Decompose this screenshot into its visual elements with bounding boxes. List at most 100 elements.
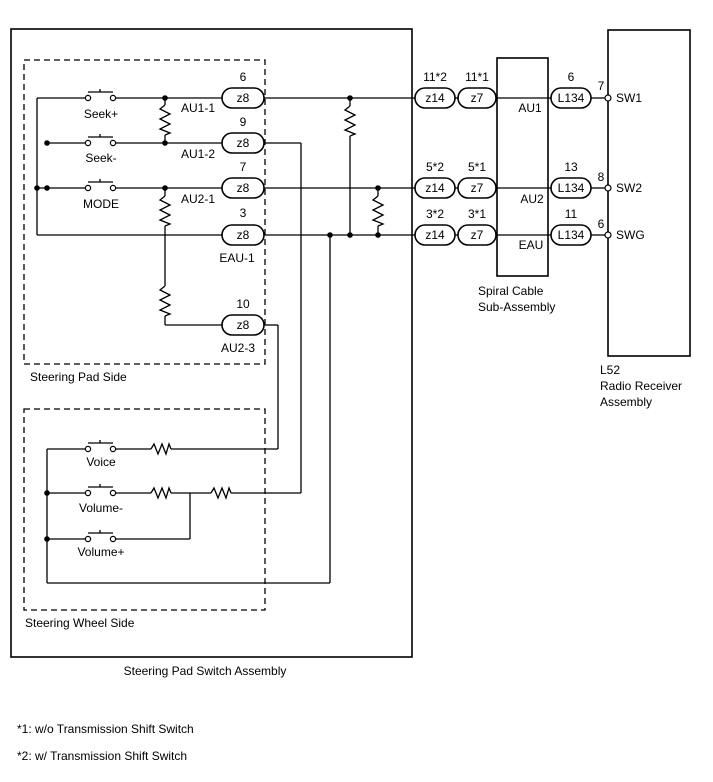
- connector-au1-1: [221, 87, 265, 109]
- footnote-1: *1: w/o Transmission Shift Switch: [17, 722, 194, 736]
- connector-code: z8: [237, 318, 250, 332]
- connector-label: AU1-1: [181, 101, 215, 115]
- resistor: [150, 486, 172, 500]
- steering-pad-switch-assembly-box: [10, 28, 413, 658]
- radio-terminal-label: SW1: [616, 91, 642, 105]
- radio-label-line1: Radio Receiver: [600, 379, 682, 393]
- pin-b: 11*1: [465, 70, 489, 84]
- connector-pin: 6: [240, 70, 247, 84]
- pin-a: 11*2: [423, 70, 447, 84]
- switch-label-volume-plus: Volume+: [77, 545, 124, 559]
- connector-pin: 3: [240, 206, 247, 220]
- code-c: L134: [558, 228, 585, 242]
- connector-label: EAU-1: [219, 251, 255, 265]
- resistor: [158, 195, 172, 227]
- connector-code: z8: [237, 181, 250, 195]
- wheel-side-wiring: [46, 448, 330, 584]
- connector-l134: [550, 224, 592, 246]
- switch-voice: [84, 440, 117, 453]
- radio-code-label: L52: [600, 363, 620, 377]
- connector-pin: 10: [236, 297, 250, 311]
- resistor: [210, 486, 232, 500]
- radio-pin: 6: [598, 217, 605, 231]
- radio-receiver-box: [607, 29, 691, 357]
- switch-seek-minus: [84, 134, 117, 147]
- signal-label: EAU: [519, 238, 544, 252]
- radio-terminal-label: SW2: [616, 181, 642, 195]
- connector-z7: [457, 224, 497, 246]
- switch-label-mode: MODE: [83, 197, 119, 211]
- code-a: z14: [425, 181, 445, 195]
- terminal-sw1: [604, 94, 612, 102]
- spiral-cable-label-line1: Spiral Cable: [478, 284, 544, 298]
- connector-pin: 7: [240, 160, 247, 174]
- code-b: z7: [471, 181, 484, 195]
- connector-label: AU2-1: [181, 192, 215, 206]
- switch-mode: [84, 179, 117, 192]
- code-b: z7: [471, 228, 484, 242]
- resistor: [371, 195, 385, 227]
- switch-seek-plus: [84, 89, 117, 102]
- harness-wiring: [264, 97, 605, 583]
- connector-z14: [414, 224, 456, 246]
- switch-volume-minus: [84, 484, 117, 497]
- footnote-2: *2: w/ Transmission Shift Switch: [17, 749, 188, 763]
- signal-label: AU2: [520, 192, 544, 206]
- switch-label-seek-plus: Seek+: [84, 107, 118, 121]
- resistor: [150, 442, 172, 456]
- switch-label-volume-minus: Volume-: [79, 501, 123, 515]
- connector-code: z8: [237, 228, 250, 242]
- connector-eau-1: [221, 224, 265, 246]
- pin-a: 5*2: [426, 160, 444, 174]
- steering-wheel-side-box: [23, 408, 266, 611]
- pin-c: 6: [568, 70, 575, 84]
- switch-volume-plus: [84, 530, 117, 543]
- code-a: z14: [425, 91, 445, 105]
- code-c: L134: [558, 181, 585, 195]
- pin-c: 13: [564, 160, 578, 174]
- switch-assembly-label: Steering Pad Switch Assembly: [124, 664, 287, 678]
- spiral-cable-label-line2: Sub-Assembly: [478, 300, 555, 314]
- steering-pad-side-box: [23, 59, 266, 365]
- pin-b: 5*1: [468, 160, 486, 174]
- junction-dots: [34, 95, 381, 542]
- radio-label-line2: Assembly: [600, 395, 652, 409]
- spiral-cable-box: [496, 57, 549, 277]
- code-b: z7: [471, 91, 484, 105]
- connector-au2-3: [221, 314, 265, 336]
- wheel-side-label: Steering Wheel Side: [25, 616, 135, 630]
- pad-side-label: Steering Pad Side: [30, 370, 127, 384]
- connector-label: AU2-3: [221, 341, 255, 355]
- connector-pin: 9: [240, 115, 247, 129]
- connector-z14: [414, 177, 456, 199]
- code-c: L134: [558, 91, 585, 105]
- spiral-row-3: z14 z7 L134 3*2 3*1 11 EAU 6 SWG: [414, 207, 645, 252]
- connector-z7: [457, 87, 497, 109]
- resistor: [158, 104, 172, 136]
- code-a: z14: [425, 228, 445, 242]
- terminal-sw2: [604, 184, 612, 192]
- switch-label-voice: Voice: [86, 455, 116, 469]
- signal-label: AU1: [518, 101, 542, 115]
- radio-terminal-label: SWG: [616, 228, 645, 242]
- resistor: [158, 285, 172, 317]
- connector-l134: [550, 177, 592, 199]
- spiral-row-2: z14 z7 L134 5*2 5*1 13 AU2 8 SW2: [414, 160, 642, 206]
- connector-z7: [457, 177, 497, 199]
- spiral-row-1: z14 z7 L134 11*2 11*1 6 AU1 7 SW1: [414, 70, 642, 115]
- pin-a: 3*2: [426, 207, 444, 221]
- radio-pin: 8: [598, 170, 605, 184]
- connector-code: z8: [237, 91, 250, 105]
- connector-label: AU1-2: [181, 147, 215, 161]
- connector-code: z8: [237, 136, 250, 150]
- pin-c: 11: [565, 207, 578, 221]
- terminal-swg: [604, 231, 612, 239]
- connector-l134: [550, 87, 592, 109]
- switch-label-seek-minus: Seek-: [85, 151, 116, 165]
- connector-z14: [414, 87, 456, 109]
- radio-pin: 7: [598, 79, 605, 93]
- connector-au2-1: [221, 177, 265, 199]
- connector-au1-2: [221, 132, 265, 154]
- resistor: [343, 105, 357, 137]
